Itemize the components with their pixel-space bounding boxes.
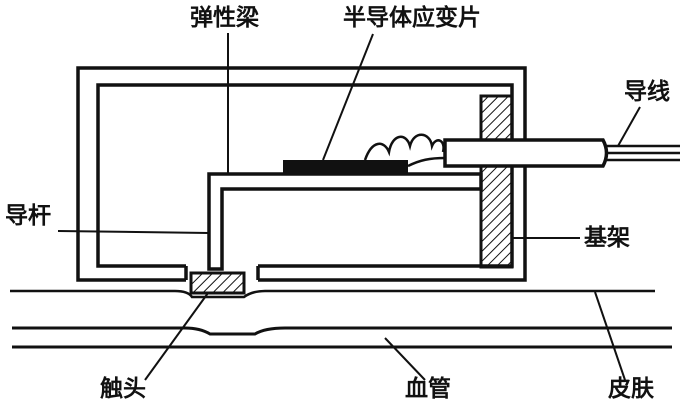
label-contact: 触头 <box>100 376 146 402</box>
label-blood-vessel: 血管 <box>405 376 451 402</box>
frame-block-lower <box>479 161 514 269</box>
label-guide-rod: 导杆 <box>5 203 51 229</box>
housing-inner-wall <box>96 83 514 268</box>
leader-guide-rod <box>57 230 210 234</box>
elastic-beam <box>207 172 483 271</box>
label-skin: 皮肤 <box>608 376 654 402</box>
contact-head <box>189 271 246 295</box>
label-wire: 导线 <box>624 79 670 105</box>
label-frame: 基架 <box>584 225 630 251</box>
gauge-lead-bottom <box>407 156 446 168</box>
gauge-coil-leads <box>363 133 445 161</box>
skin-line <box>10 289 655 299</box>
label-elastic-beam: 弹性梁 <box>190 5 259 31</box>
wire-cable-outline <box>443 138 609 168</box>
frame-block-upper <box>479 94 514 144</box>
leader-contact <box>144 292 209 381</box>
leader-strain-gauge <box>322 33 374 161</box>
housing-outer-wall <box>76 66 527 282</box>
leader-wire <box>617 106 641 147</box>
strain-gauge <box>283 160 408 173</box>
leader-blood-vessel <box>384 337 426 381</box>
label-strain-gauge: 半导体应变片 <box>343 5 481 31</box>
vessel-wall-upper <box>12 326 672 336</box>
leader-skin <box>594 291 626 381</box>
